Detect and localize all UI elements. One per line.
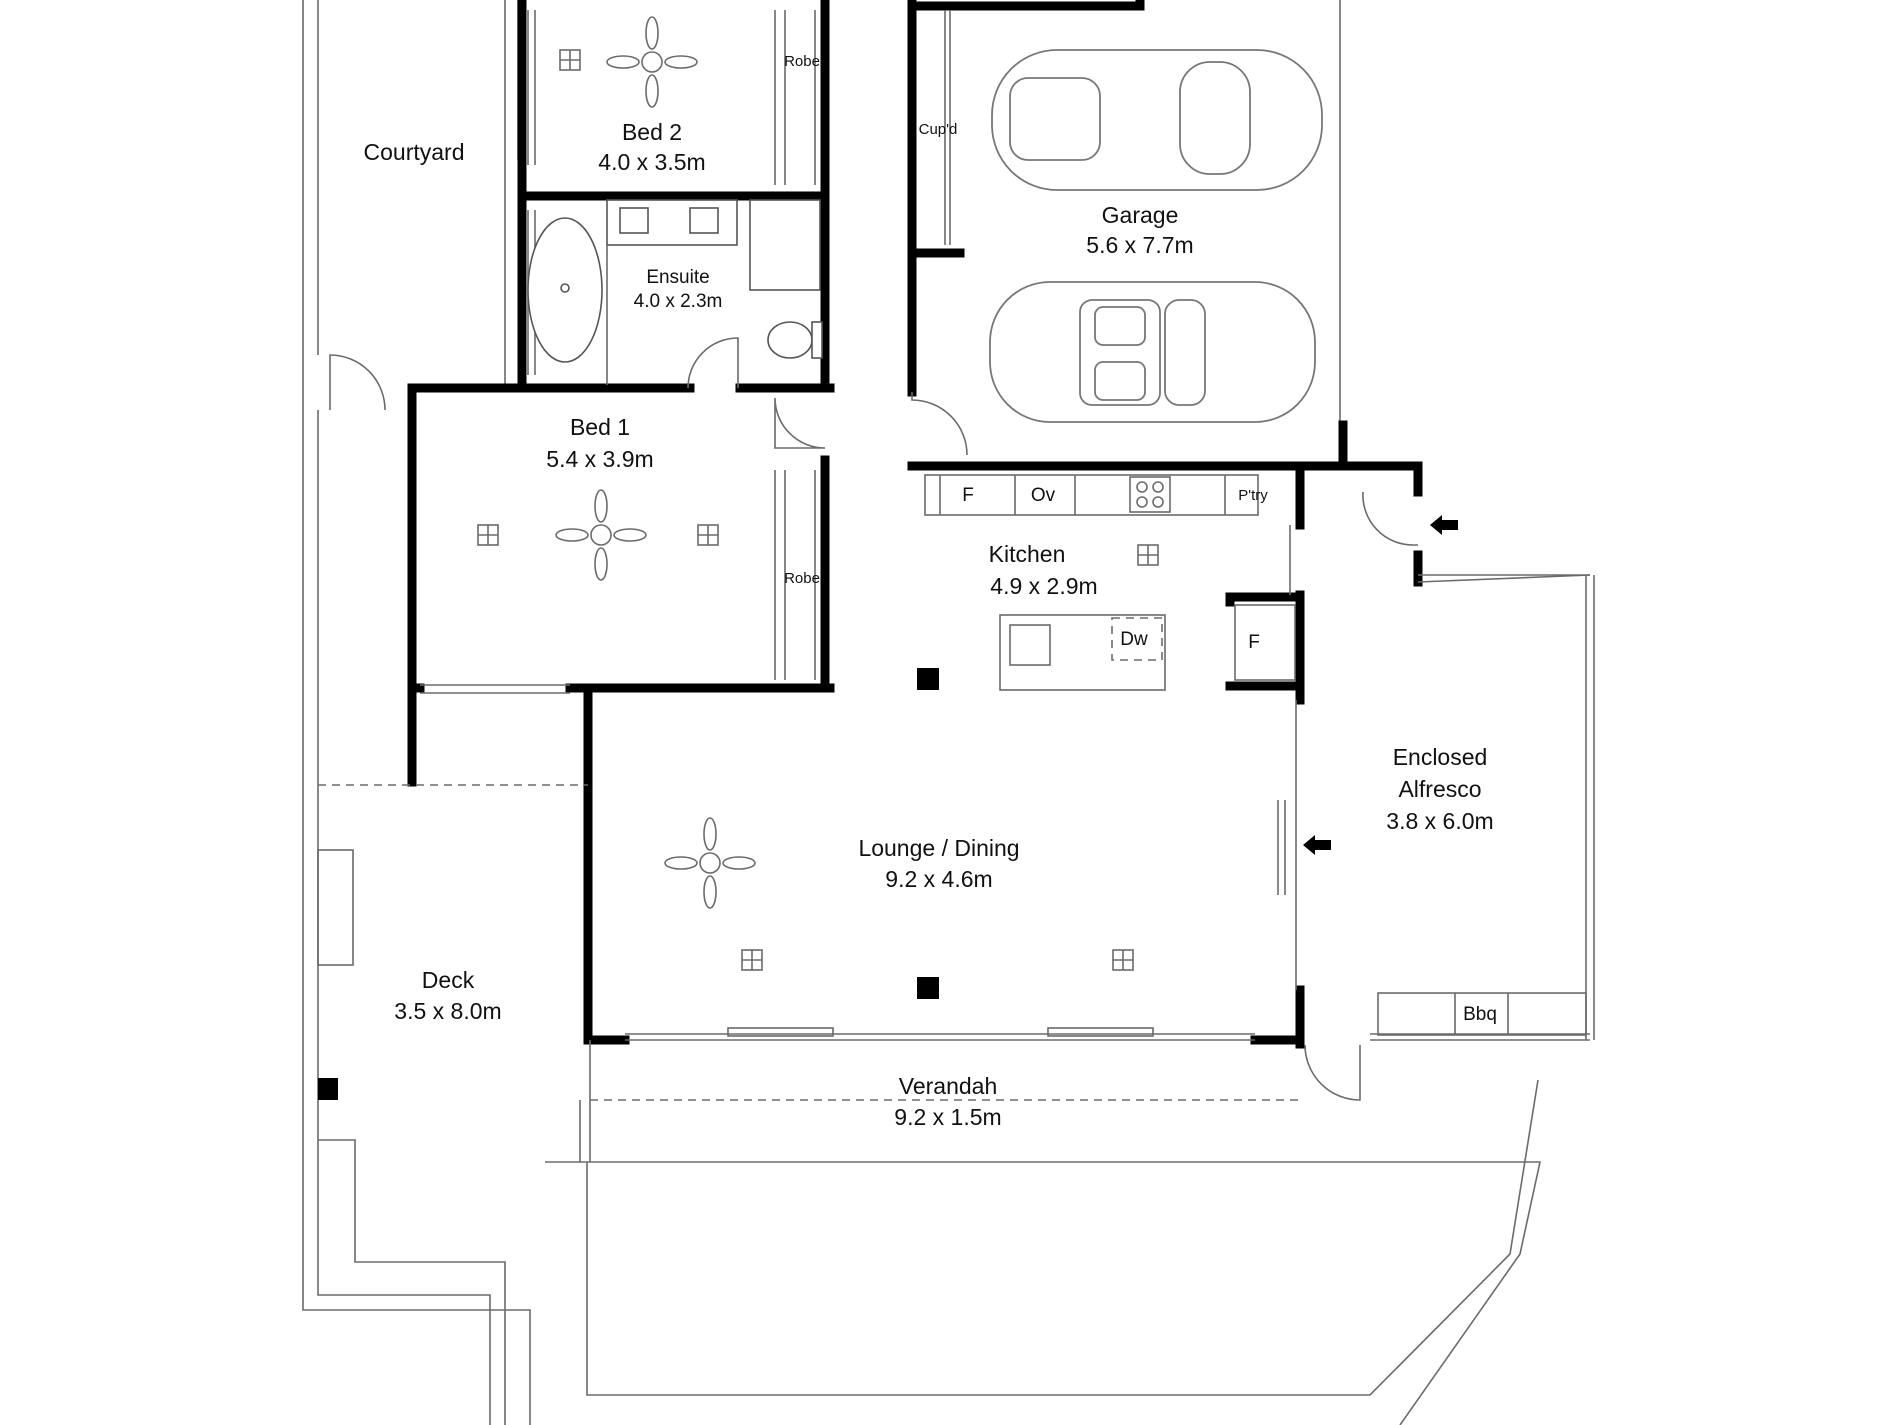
light-fittings [477,49,1159,971]
walls [407,0,1423,1049]
fixture-labels: Robe Robe Cup'd F Ov P'try Dw F Bbq [784,53,1497,1025]
bed1-name: Bed 1 [570,414,630,440]
ceiling-fan-lounge [664,817,756,909]
bed2-name: Bed 2 [622,119,682,145]
pantry-label: P'try [1238,487,1268,504]
entry-arrow-icon [1430,515,1458,535]
ceiling-fixtures [477,16,1159,999]
deck-name: Deck [422,967,475,993]
fridge-label: F [962,485,974,506]
courtyard-name: Courtyard [364,139,465,165]
entry-arrow-icon [1303,835,1331,855]
kitchen-name: Kitchen [989,541,1066,567]
column [917,977,939,999]
deck-dims: 3.5 x 8.0m [394,998,501,1024]
ceiling-fan-bed2 [606,16,698,108]
ensuite-fixtures [527,199,823,385]
kitchen-fixtures [924,474,1587,1036]
car-bottom [989,281,1316,423]
details [317,10,1595,1162]
dishwasher-label: Dw [1120,629,1148,650]
bed2-dims: 4.0 x 3.5m [598,149,705,175]
oven-label: Ov [1031,485,1056,506]
lounge-name: Lounge / Dining [858,835,1019,861]
garage-dims: 5.6 x 7.7m [1086,232,1193,258]
ensuite-name: Ensuite [646,267,709,288]
lounge-dims: 9.2 x 4.6m [885,866,992,892]
alfresco-fridge-label: F [1248,632,1260,653]
entry-arrows [1303,515,1458,855]
bed1-dims: 5.4 x 3.9m [546,446,653,472]
room-labels: Courtyard Bed 2 4.0 x 3.5m Ensuite 4.0 x… [364,119,1494,1130]
alfresco-dims: 3.8 x 6.0m [1386,808,1493,834]
car-top [991,49,1323,191]
site-boundary [302,0,1541,1425]
cupboard-label: Cup'd [919,121,958,138]
robe-bed1-label: Robe [784,570,820,587]
garage-cars [989,49,1323,423]
verandah-name: Verandah [899,1073,997,1099]
bbq-label: Bbq [1463,1004,1497,1025]
ceiling-fan-bed1 [555,489,647,581]
garage-name: Garage [1102,202,1179,228]
ensuite-dims: 4.0 x 2.3m [634,291,723,312]
robe-bed2-label: Robe [784,53,820,70]
alfresco-name-line2: Alfresco [1398,776,1481,802]
kitchen-dims: 4.9 x 2.9m [990,573,1097,599]
verandah-dims: 9.2 x 1.5m [894,1104,1001,1130]
column [917,668,939,690]
alfresco-name-line1: Enclosed [1393,744,1488,770]
